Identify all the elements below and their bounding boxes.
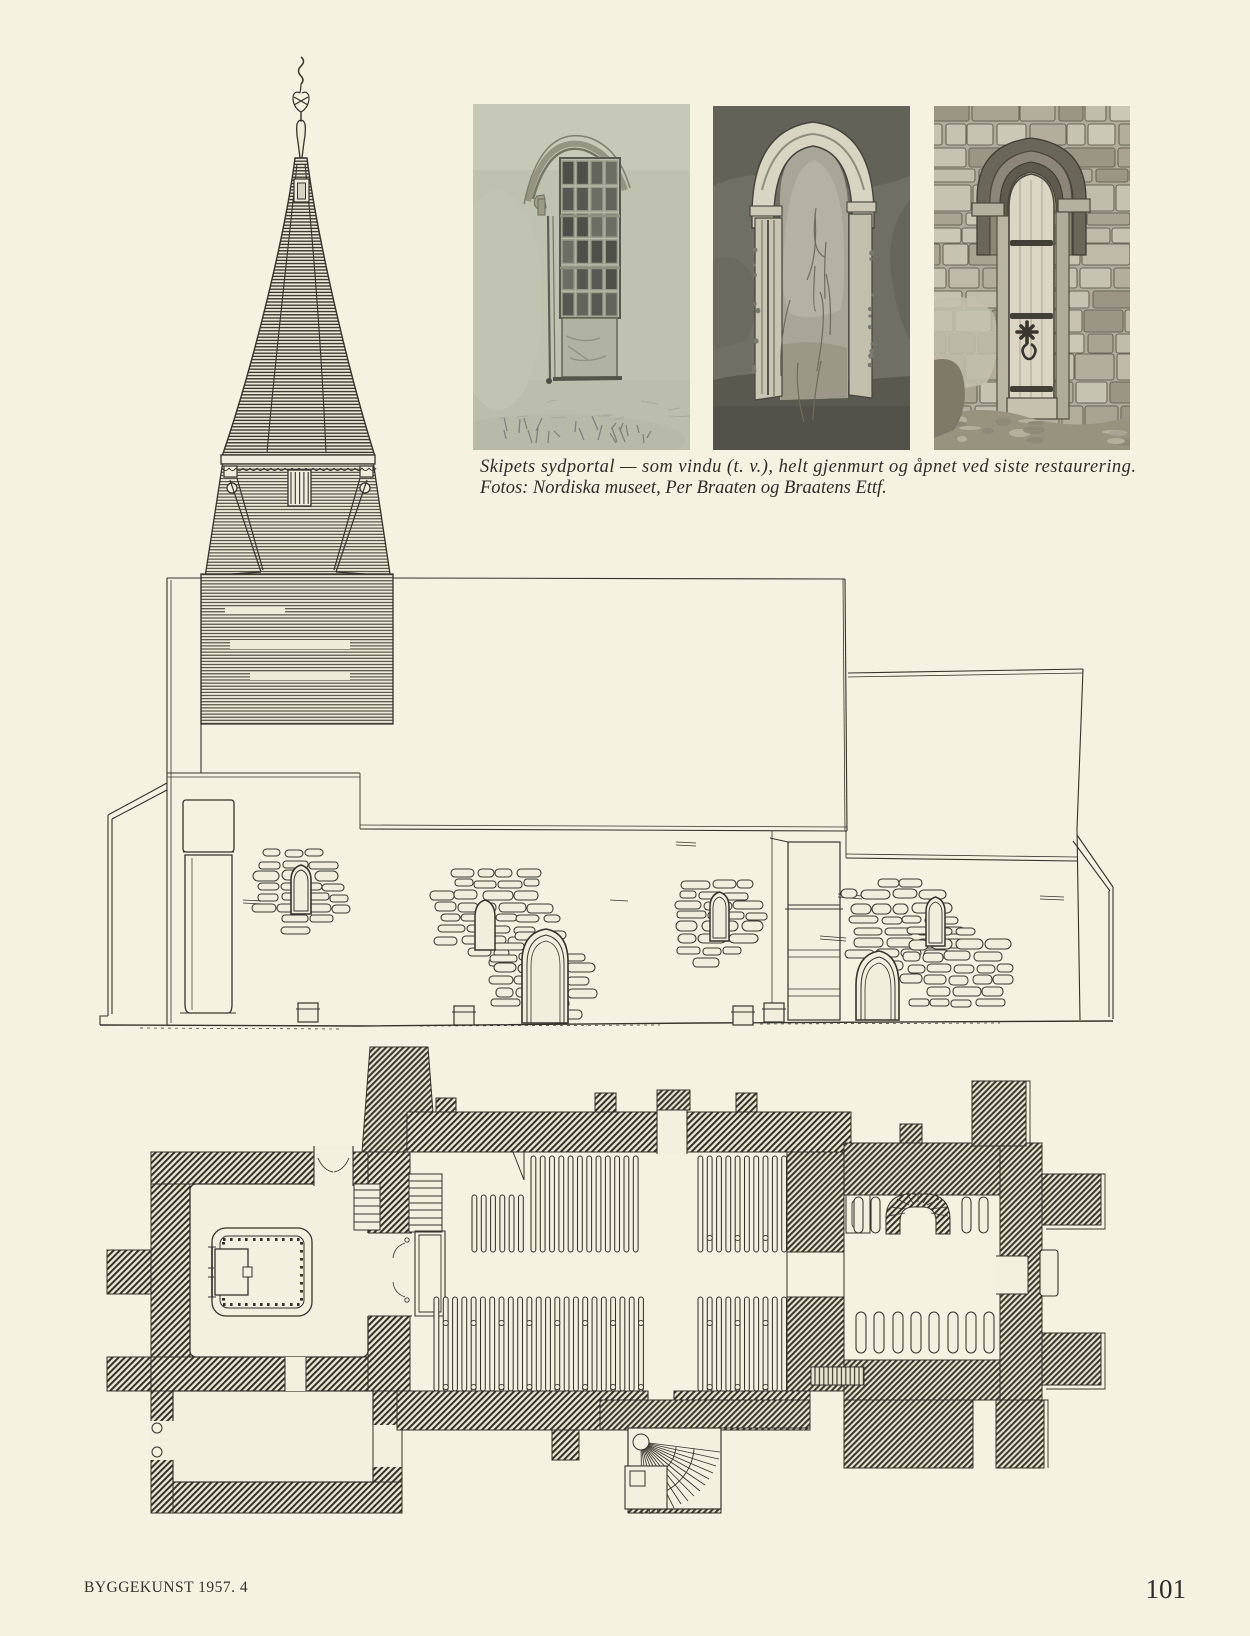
svg-text:101: 101: [1146, 1574, 1187, 1604]
svg-text:BYGGEKUNST 1957. 4: BYGGEKUNST 1957. 4: [84, 1579, 248, 1596]
svg-text:Skipets sydportal — som vindu: Skipets sydportal — som vindu (t. v.), h…: [480, 457, 1136, 477]
svg-text:Fotos: Nordiska museet, Per Br: Fotos: Nordiska museet, Per Braaten og B…: [479, 478, 887, 498]
